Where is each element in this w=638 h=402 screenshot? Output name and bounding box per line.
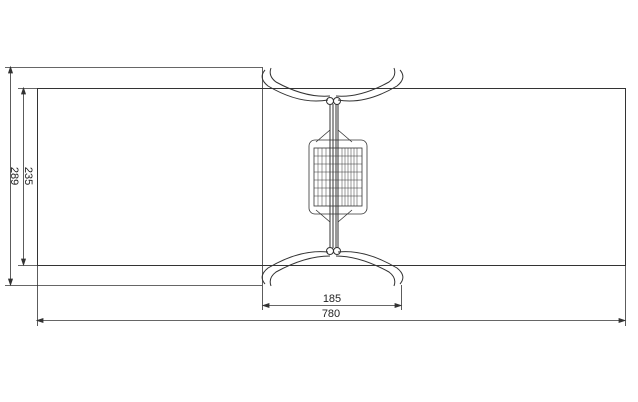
dim-label-185: 185 bbox=[323, 293, 341, 305]
basket-seat bbox=[308, 129, 368, 223]
extension-lines bbox=[5, 67, 626, 326]
dimension-lines bbox=[7, 65, 627, 324]
safety-area-outline bbox=[37, 88, 626, 266]
dim-label-289: 289 bbox=[8, 167, 20, 185]
dim-label-235: 235 bbox=[22, 167, 34, 185]
swing-frame bbox=[261, 67, 404, 287]
dim-label-780: 780 bbox=[322, 308, 340, 320]
